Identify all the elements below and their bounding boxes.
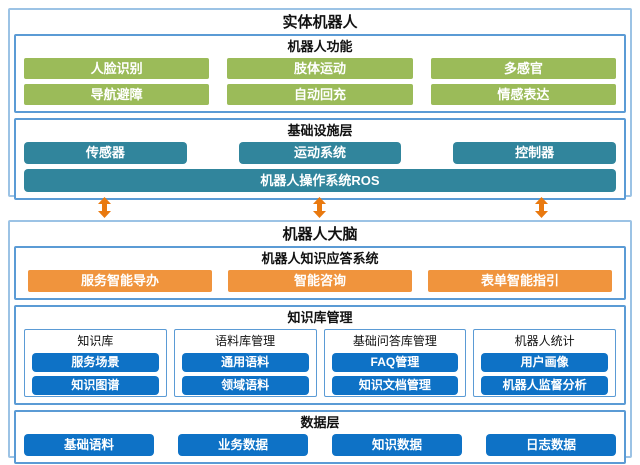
infrastructure-chip: 运动系统: [238, 142, 402, 164]
card-title: 机器人统计: [514, 334, 575, 348]
double-arrow-icon: [97, 197, 112, 218]
corpus-management-card: 语料库管理 通用语料 领域语料: [173, 329, 317, 397]
knowledge-base-card: 知识库 服务场景 知识图谱: [24, 329, 167, 397]
card-chip: 领域语料: [181, 376, 309, 395]
card-chip: 知识文档管理: [331, 376, 459, 395]
robot-brain-title: 机器人大脑: [282, 226, 358, 243]
data-chip: 业务数据: [178, 434, 308, 456]
robot-brain-section: 机器人大脑 机器人知识应答系统 服务智能导办 智能咨询 表单智能指引 知识库管理…: [8, 220, 632, 464]
qa-chip: 服务智能导办: [28, 270, 212, 292]
card-chip: 知识图谱: [32, 376, 159, 395]
infrastructure-chip: 传感器: [24, 142, 187, 164]
ros-os-bar: 机器人操作系统ROS: [24, 169, 616, 192]
card-chip: FAQ管理: [331, 353, 459, 372]
robot-statistics-card: 机器人统计 用户画像 机器人监督分析: [473, 329, 616, 397]
card-chip: 机器人监督分析: [481, 376, 608, 395]
infrastructure-chip: 控制器: [453, 142, 616, 164]
infrastructure-box: 基础设施层 传感器 运动系统 控制器 机器人操作系统ROS: [14, 118, 626, 200]
qa-system-title: 机器人知识应答系统: [261, 251, 379, 266]
infrastructure-title: 基础设施层: [287, 123, 353, 138]
card-title: 知识库: [77, 334, 114, 348]
double-arrow-icon: [312, 197, 327, 218]
function-chip: 人脸识别: [24, 58, 210, 79]
data-layer-title: 数据层: [300, 415, 340, 430]
faq-library-card: 基础问答库管理 FAQ管理 知识文档管理: [323, 329, 467, 397]
card-chip: 服务场景: [32, 353, 159, 372]
qa-chip: 智能咨询: [228, 270, 412, 292]
qa-system-box: 机器人知识应答系统 服务智能导办 智能咨询 表单智能指引: [14, 246, 626, 300]
card-chip: 用户画像: [481, 353, 608, 372]
infrastructure-grid: 传感器 运动系统 控制器: [16, 140, 624, 164]
physical-robot-section: 实体机器人 机器人功能 人脸识别 肢体运动 多感官 导航避障 自动回充 情感表达…: [8, 8, 632, 200]
function-chip: 导航避障: [24, 84, 210, 105]
qa-chip: 表单智能指引: [428, 270, 612, 292]
knowledge-management-title: 知识库管理: [287, 310, 353, 325]
data-chip: 知识数据: [332, 434, 462, 456]
robot-functions-grid: 人脸识别 肢体运动 多感官 导航避障 自动回充 情感表达: [16, 56, 624, 111]
function-chip: 自动回充: [227, 84, 413, 105]
card-title: 语料库管理: [215, 334, 276, 348]
function-chip: 情感表达: [430, 84, 616, 105]
qa-system-grid: 服务智能导办 智能咨询 表单智能指引: [16, 268, 624, 298]
knowledge-management-box: 知识库管理 知识库 服务场景 知识图谱 语料库管理 通用语料 领域语料 基础问答…: [14, 305, 626, 405]
knowledge-management-grid: 知识库 服务场景 知识图谱 语料库管理 通用语料 领域语料 基础问答库管理 FA…: [16, 327, 624, 403]
data-chip: 基础语料: [24, 434, 154, 456]
robot-functions-title: 机器人功能: [287, 39, 353, 54]
physical-robot-title: 实体机器人: [282, 14, 358, 31]
function-chip: 肢体运动: [227, 58, 413, 79]
robot-functions-box: 机器人功能 人脸识别 肢体运动 多感官 导航避障 自动回充 情感表达: [14, 34, 626, 113]
card-chip: 通用语料: [181, 353, 309, 372]
data-layer-box: 数据层 基础语料 业务数据 知识数据 日志数据: [14, 410, 626, 464]
card-title: 基础问答库管理: [352, 334, 437, 348]
double-arrow-icon: [534, 197, 549, 218]
data-layer-grid: 基础语料 业务数据 知识数据 日志数据: [16, 432, 624, 462]
data-chip: 日志数据: [486, 434, 616, 456]
function-chip: 多感官: [430, 58, 616, 79]
